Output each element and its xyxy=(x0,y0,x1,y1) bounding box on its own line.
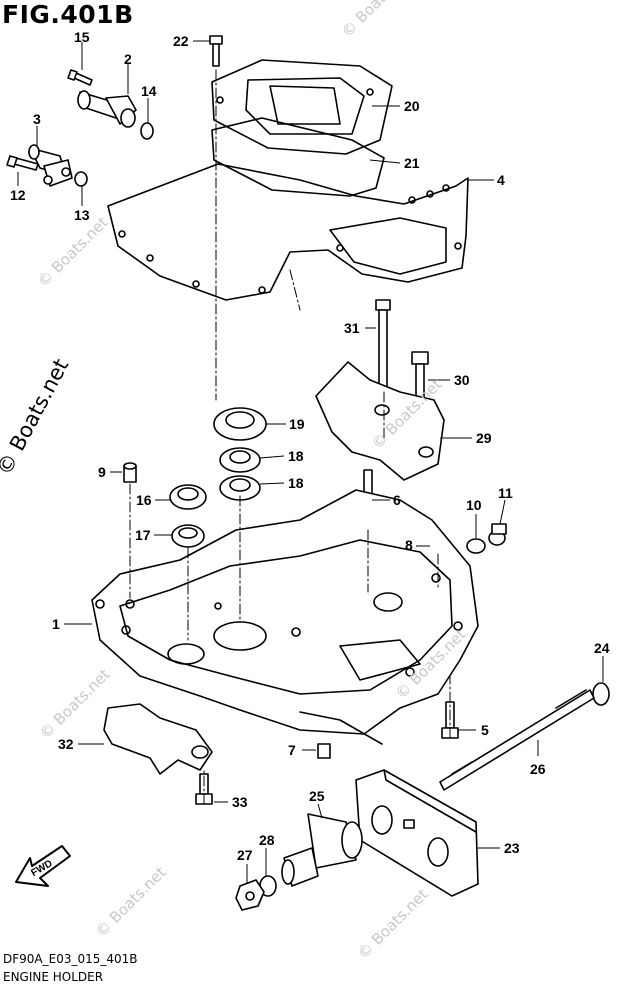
callout-3: 3 xyxy=(33,111,41,127)
callout-26: 26 xyxy=(530,761,546,777)
callout-21: 21 xyxy=(404,155,420,171)
engine-holder-1-icon xyxy=(91,489,479,745)
bolt-31-icon xyxy=(375,299,391,391)
callout-27: 27 xyxy=(237,847,253,863)
callout-14: 14 xyxy=(141,83,157,99)
callout-19: 19 xyxy=(289,416,305,432)
callout-29: 29 xyxy=(476,430,492,446)
callout-1: 1 xyxy=(52,616,60,632)
bearing-17-icon xyxy=(171,524,205,548)
dowel-7-icon xyxy=(317,743,331,759)
callout-28: 28 xyxy=(259,832,275,848)
seal-19-icon xyxy=(213,407,267,441)
callout-16: 16 xyxy=(136,492,152,508)
bolt-12-icon xyxy=(6,155,39,171)
callout-30: 30 xyxy=(454,372,470,388)
oring-14-icon xyxy=(140,122,154,140)
callout-22: 22 xyxy=(173,33,189,49)
callout-9: 9 xyxy=(98,464,106,480)
oring-13-icon xyxy=(74,171,88,187)
bolt-15-icon xyxy=(67,69,93,86)
callout-7: 7 xyxy=(288,742,296,758)
bolt-22-icon xyxy=(209,35,223,67)
callout-15: 15 xyxy=(74,29,90,45)
plug-11-icon xyxy=(488,523,507,546)
sensor-3-icon xyxy=(28,144,73,187)
callout-4: 4 xyxy=(497,172,505,188)
callout-11: 11 xyxy=(498,485,513,501)
seal-18a-icon xyxy=(219,447,261,473)
callout-33: 33 xyxy=(232,794,248,810)
callout-12: 12 xyxy=(10,187,26,203)
bushing-25-icon xyxy=(281,813,363,887)
gasket-21-icon xyxy=(211,117,385,197)
callout-5: 5 xyxy=(481,722,489,738)
callout-6: 6 xyxy=(393,492,401,508)
nut-27-icon xyxy=(235,879,265,911)
callout-2: 2 xyxy=(124,51,132,67)
figure-caption: ENGINE HOLDER xyxy=(3,970,104,984)
sensor-2-icon xyxy=(77,90,137,128)
callout-20: 20 xyxy=(404,98,420,114)
mount-23-icon xyxy=(355,769,479,897)
callout-31: 31 xyxy=(344,320,360,336)
dowel-9-icon xyxy=(123,462,137,483)
callout-32: 32 xyxy=(58,736,74,752)
stud-26-icon xyxy=(439,689,595,791)
nut-24-icon xyxy=(592,682,610,706)
callout-10: 10 xyxy=(466,497,482,513)
cover-plate-20-icon xyxy=(211,59,393,155)
callout-25: 25 xyxy=(309,788,325,804)
bearing-16-icon xyxy=(169,484,207,510)
figure-title: FIG.401B xyxy=(2,0,134,29)
callout-18b: 18 xyxy=(288,475,304,491)
figure-code: DF90A_E03_015_401B xyxy=(3,952,138,966)
bolt-30-icon xyxy=(411,351,429,403)
fwd-arrow-icon xyxy=(15,845,71,887)
callout-24: 24 xyxy=(594,640,610,656)
callout-8: 8 xyxy=(405,537,413,553)
callout-13: 13 xyxy=(74,207,90,223)
callout-17: 17 xyxy=(135,527,151,543)
washer-10-icon xyxy=(466,538,486,554)
callout-18a: 18 xyxy=(288,448,304,464)
bracket-32-icon xyxy=(103,703,213,775)
callout-23: 23 xyxy=(504,840,520,856)
bracket-29-icon xyxy=(315,361,445,481)
gasket-4-icon xyxy=(107,163,469,301)
